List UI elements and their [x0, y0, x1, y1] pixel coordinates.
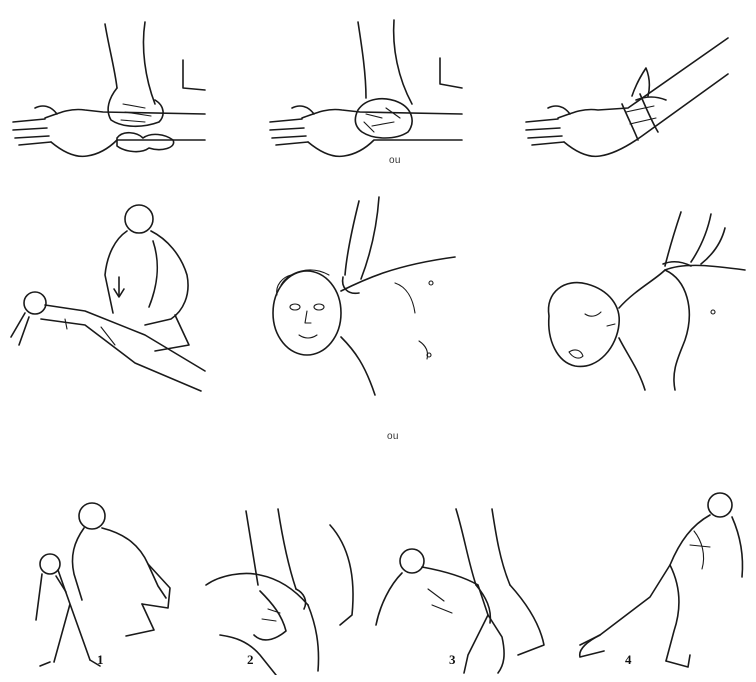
- recovery-step-4-panel: [570, 485, 750, 675]
- step-3-number: 3: [449, 652, 456, 668]
- femoral-compression-icon: [5, 195, 215, 405]
- hand-compress-pad-panel: [262, 18, 477, 168]
- neck-compression-front-panel: [255, 195, 465, 405]
- recovery-step-1-panel: [30, 490, 205, 675]
- row2-or-separator: ou: [387, 431, 399, 442]
- neck-compression-front-icon: [255, 195, 465, 405]
- femoral-compression-panel: [5, 195, 215, 405]
- recovery-position-step-2-icon: [200, 505, 375, 675]
- shoulder-compression-side-icon: [535, 200, 750, 400]
- wrist-bandage-icon: [518, 18, 743, 168]
- hand-compress-pad-icon: [262, 18, 477, 168]
- recovery-step-3-panel: [368, 505, 568, 675]
- shoulder-compression-side-panel: [535, 200, 750, 400]
- recovery-position-step-4-icon: [570, 485, 750, 675]
- recovery-step-2-panel: [200, 505, 375, 675]
- recovery-position-step-1-icon: [30, 490, 205, 675]
- row1-or-separator: ou: [389, 155, 401, 166]
- step-4-number: 4: [625, 652, 632, 668]
- hand-press-wound-panel: [5, 18, 220, 168]
- hand-press-wound-icon: [5, 18, 220, 168]
- wrist-bandage-panel: [518, 18, 743, 168]
- step-2-number: 2: [247, 652, 254, 668]
- step-1-number: 1: [97, 652, 104, 668]
- recovery-position-step-3-icon: [368, 505, 568, 675]
